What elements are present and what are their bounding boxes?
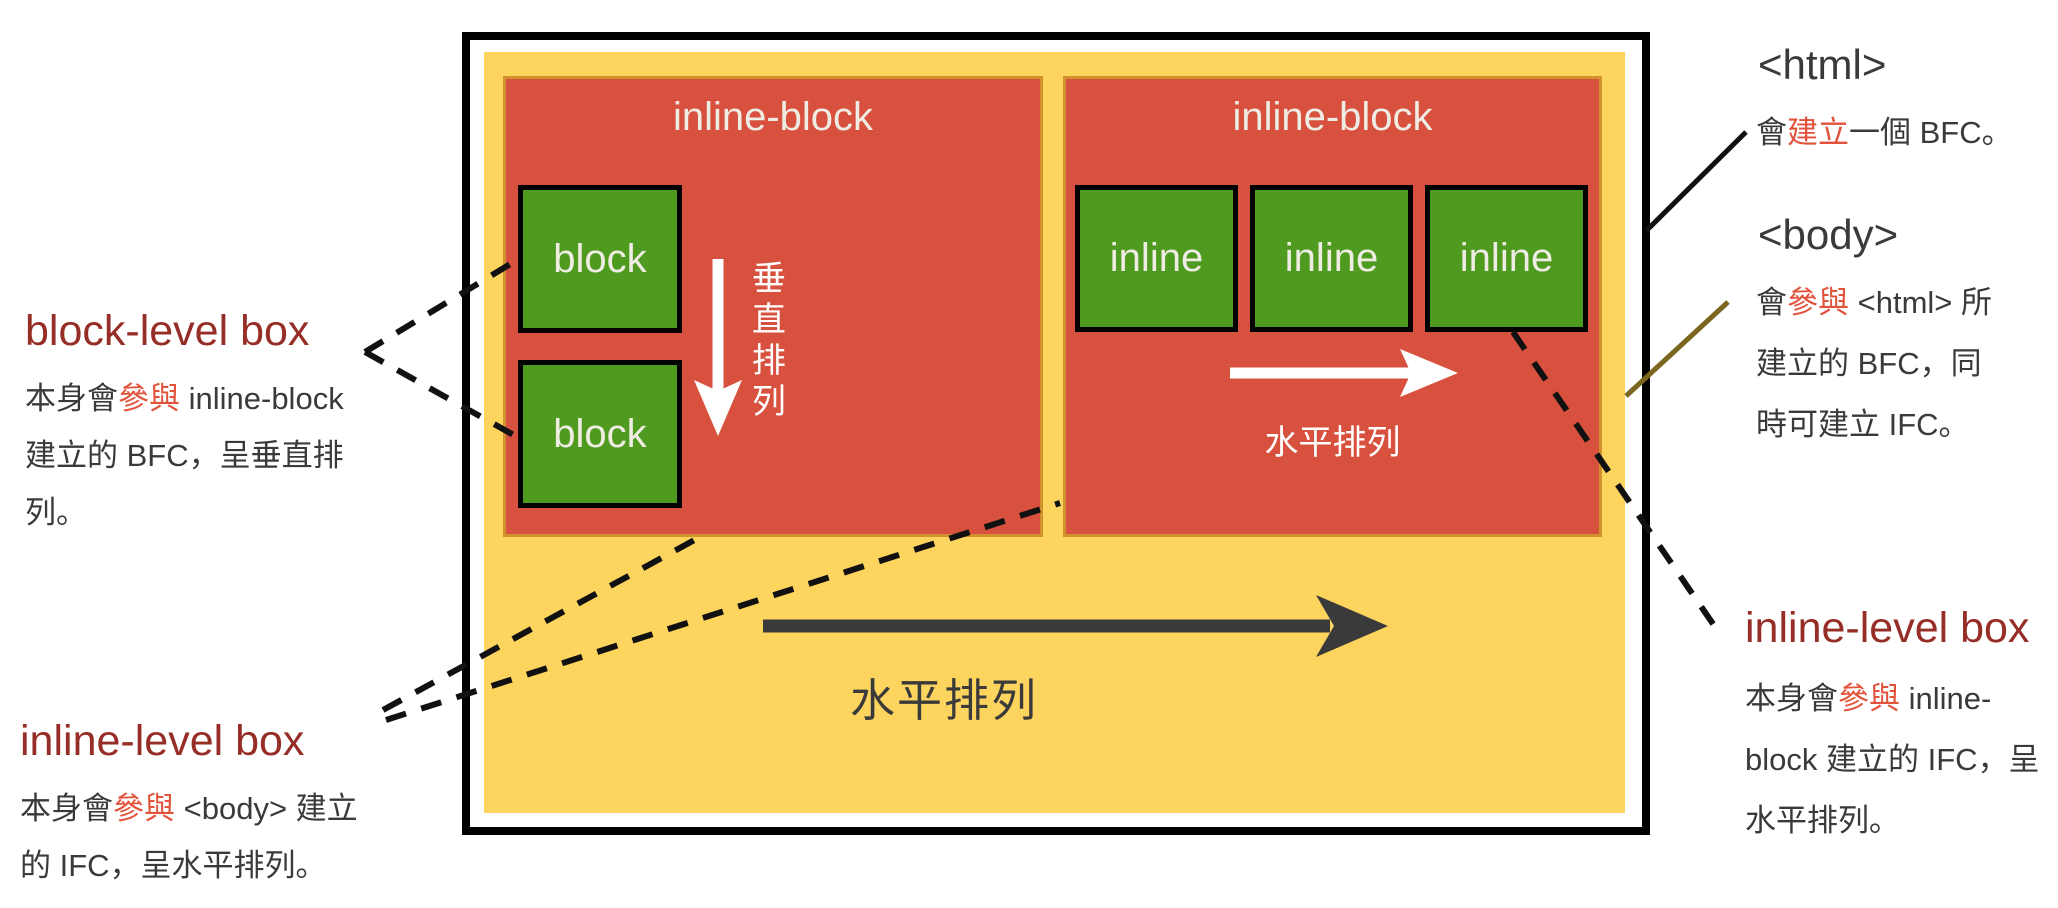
description-text: 本身會	[1745, 681, 1838, 716]
html-tag-heading: <html>	[1758, 41, 1887, 88]
inline-level-box-right-description: 本身會參與 inline-block 建立的 IFC，呈水平排列。	[1745, 668, 2045, 851]
description-text: 會	[1756, 285, 1787, 320]
body-tag-heading: <body>	[1758, 211, 1899, 258]
emphasis-text: 參與	[118, 381, 180, 416]
inline-box-1: inline	[1075, 185, 1238, 332]
emphasis-text: 參與	[113, 791, 175, 826]
inline-level-box-right-heading: inline-level box	[1745, 604, 2030, 652]
horizontal-flow-label-white: 水平排列	[1264, 424, 1401, 462]
inline-block-panel-right: inline-block inline inline inline 水平排列	[1063, 76, 1602, 537]
yellow-container: inline-block block block 垂直排列 inline-blo…	[484, 52, 1625, 813]
emphasis-text: 參與	[1787, 285, 1849, 320]
horizontal-flow-label-dark: 水平排列	[850, 675, 1039, 726]
description-text: <body> 建立的 IFC，呈水平排列。	[20, 791, 358, 883]
panel-title: inline-block	[672, 95, 874, 139]
inline-box-label: inline	[1284, 236, 1379, 280]
description-text: inline-block 建立的 IFC，呈水平排列。	[1745, 681, 2040, 838]
html-connector-line	[1644, 130, 1748, 233]
inline-block-panel-left: inline-block block block 垂直排列	[503, 76, 1043, 537]
block-box-label: block	[553, 411, 647, 456]
inline-level-box-left-heading: inline-level box	[20, 717, 305, 765]
description-text: 本身會	[20, 791, 113, 826]
inline-box-label: inline	[1109, 236, 1204, 280]
description-text: 本身會	[25, 381, 118, 416]
inline-box-3: inline	[1425, 185, 1588, 332]
description-text: <html> 所建立的 BFC，同時可建立 IFC。	[1756, 285, 1992, 442]
description-text: inline-block 建立的 BFC，呈垂直排列。	[25, 381, 344, 530]
vertical-flow-label: 垂直排列	[746, 260, 785, 424]
block-box-label: block	[553, 236, 647, 281]
description-text: 會	[1756, 115, 1787, 150]
panel-title: inline-block	[1232, 95, 1433, 139]
emphasis-text: 參與	[1838, 681, 1900, 716]
block-box-1: block	[518, 185, 682, 333]
outer-frame: inline-block block block 垂直排列 inline-blo…	[462, 32, 1650, 835]
inline-box-label: inline	[1459, 236, 1554, 280]
inline-level-box-left-description: 本身會參與 <body> 建立的 IFC，呈水平排列。	[20, 780, 380, 894]
block-box-2: block	[518, 360, 682, 508]
block-level-box-description: 本身會參與 inline-block 建立的 BFC，呈垂直排列。	[25, 370, 365, 541]
description-text: 一個 BFC。	[1849, 115, 2013, 150]
emphasis-text: 建立	[1787, 115, 1849, 150]
body-tag-description: 會參與 <html> 所建立的 BFC，同時可建立 IFC。	[1756, 272, 2008, 455]
block-level-box-heading: block-level box	[25, 307, 310, 355]
html-tag-description: 會建立一個 BFC。	[1756, 102, 2058, 163]
inline-box-2: inline	[1250, 185, 1413, 332]
